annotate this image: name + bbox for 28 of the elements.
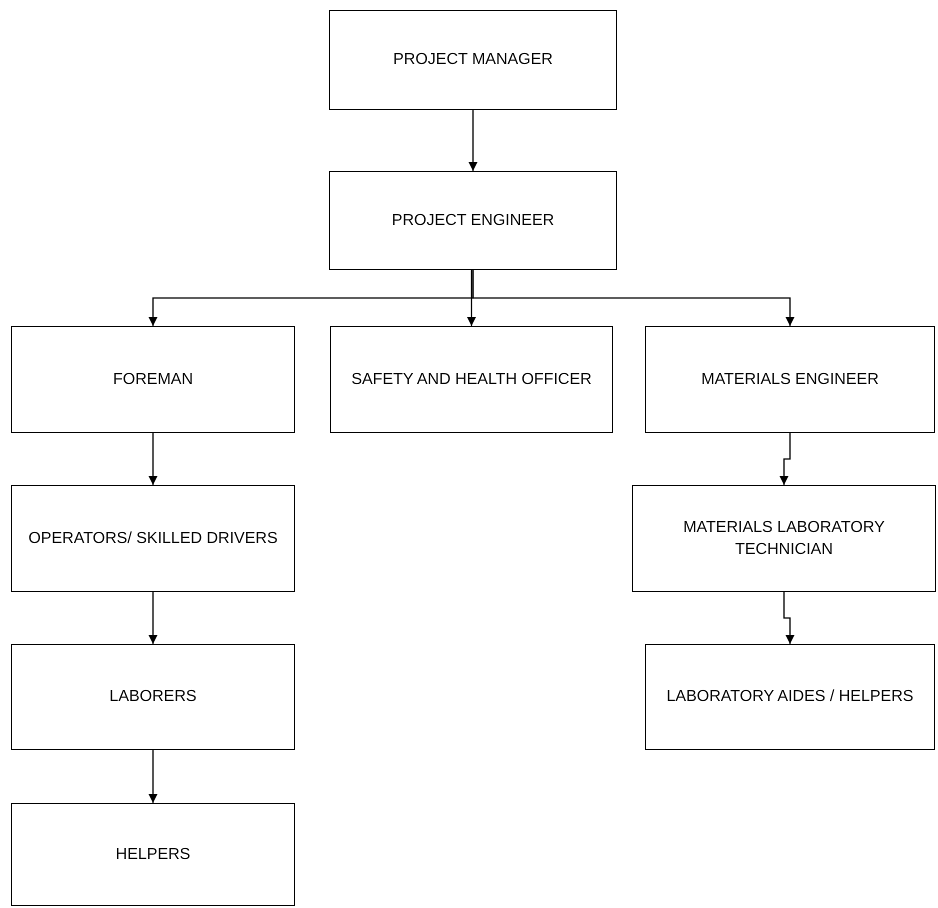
role-box: [11, 803, 295, 906]
connector-arrow: [780, 433, 791, 485]
role-box: [11, 644, 295, 750]
role-box: [632, 485, 936, 592]
role-box: [645, 644, 935, 750]
connector-arrow: [468, 110, 478, 171]
connector-arrow: [467, 270, 476, 326]
role-box: [645, 326, 935, 433]
connector-arrow: [472, 270, 794, 326]
role-box: [329, 10, 617, 110]
role-box: [11, 326, 295, 433]
role-box: [11, 485, 295, 592]
role-title: MATERIALS LABORATORY TECHNICIAN: [682, 518, 886, 560]
role-title: SAFETY AND HEALTH OFFICER: [351, 370, 592, 390]
role-title: LABORERS: [109, 687, 197, 707]
role-title: FOREMAN: [113, 370, 193, 390]
role-title: MATERIALS ENGINEER: [701, 370, 879, 390]
connector-arrow: [148, 433, 158, 485]
role-title: LABORATORY AIDES / HELPERS: [666, 687, 914, 707]
role-title: OPERATORS/ SKILLED DRIVERS: [28, 528, 278, 548]
role-title: PROJECT ENGINEER: [392, 210, 554, 230]
role-box: [329, 171, 617, 270]
role-title: PROJECT MANAGER: [393, 50, 553, 70]
connector-arrow: [148, 592, 158, 644]
role-title: HELPERS: [116, 844, 190, 864]
connector-arrow: [148, 750, 158, 803]
role-box: [330, 326, 613, 433]
connector-arrow: [783, 592, 794, 644]
